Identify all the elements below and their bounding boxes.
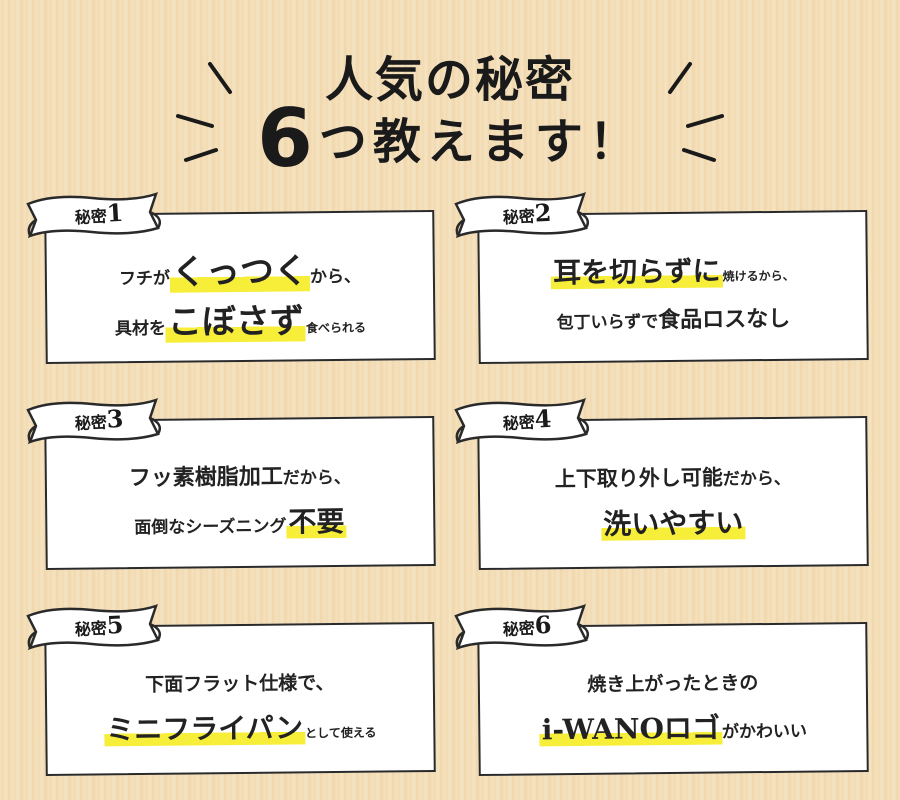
ribbon-1-number: 1 — [105, 197, 125, 228]
card2-line1-suffix: 焼けるから、 — [722, 268, 795, 284]
headline-rest: つ教えます！ — [318, 114, 643, 170]
card6-line2-emphasis: i-WANOロゴ — [539, 711, 723, 747]
headline-bottom: 6つ教えます！ — [0, 92, 900, 185]
card2-line1-emphasis: 耳を切らずに — [550, 254, 723, 290]
secret-ribbon-5: 秘密5 — [22, 602, 162, 652]
ribbon-banner-icon — [26, 398, 161, 445]
card1-line2-suffix: 食べられる — [305, 320, 367, 336]
ribbon-2-tag: 秘密 — [502, 206, 536, 228]
card3-line2-prefix: 面倒なシーズニング — [134, 516, 287, 539]
card6-line1: 焼き上がったときの — [587, 672, 759, 696]
secret-ribbon-3: 秘密3 — [22, 396, 162, 446]
card6-line2-suffix: がかわいい — [721, 721, 808, 743]
secret-ribbon-1: 秘密1 — [22, 190, 162, 240]
card4-line1-suffix: だから、 — [722, 468, 791, 490]
secret-ribbon-2: 秘密2 — [450, 190, 590, 240]
card3-line2-emphasis: 不要 — [286, 504, 347, 539]
card3-line1-suffix: だから、 — [282, 467, 351, 489]
card4-line1-emphasis: 上下取り外し可能 — [554, 465, 723, 492]
ribbon-banner-icon — [454, 398, 589, 445]
card1-line1-emphasis: くっつく — [169, 251, 311, 293]
ribbon-banner-icon — [26, 604, 161, 651]
card1-line1-prefix: フチが — [118, 268, 171, 290]
ribbon-6-tag: 秘密 — [502, 618, 536, 640]
ribbon-5-tag: 秘密 — [74, 618, 108, 640]
secret-ribbon-4: 秘密4 — [450, 396, 590, 446]
ribbon-4-tag: 秘密 — [502, 412, 536, 434]
card4-line2-emphasis: 洗いやすい — [601, 506, 746, 541]
card5-line1: 下面フラット仕様で、 — [145, 672, 335, 696]
ribbon-4-number: 4 — [533, 403, 553, 434]
card2-line2-prefix: 包丁いらずで — [556, 312, 659, 334]
header: 人気の秘密 6つ教えます！ — [0, 20, 900, 185]
card1-line2-prefix: 具材を — [114, 318, 167, 340]
ribbon-3-tag: 秘密 — [74, 412, 108, 434]
ribbon-banner-icon — [454, 192, 589, 239]
card1-line2-emphasis: こぼさず — [165, 301, 307, 343]
headline-number: 6 — [257, 92, 319, 185]
ribbon-banner-icon — [454, 604, 589, 651]
headline-top: 人気の秘密 — [324, 52, 575, 108]
card3-line1-emphasis: フッ素樹脂加工 — [128, 464, 283, 492]
ribbon-3-number: 3 — [105, 403, 125, 434]
card2-line2-emphasis: 食品ロスなし — [658, 306, 791, 334]
secret-ribbon-6: 秘密6 — [450, 602, 590, 652]
emphasis-lines-icon — [176, 62, 724, 162]
card5-line2-emphasis: ミニフライパン — [104, 711, 306, 747]
card1-line1-suffix: から、 — [309, 266, 362, 288]
ribbon-1-tag: 秘密 — [74, 206, 108, 228]
card5-line2-suffix: として使える — [305, 725, 377, 741]
ribbon-2-number: 2 — [533, 197, 553, 228]
ribbon-banner-icon — [26, 192, 161, 239]
ribbon-6-number: 6 — [533, 609, 553, 640]
ribbon-5-number: 5 — [105, 609, 125, 640]
